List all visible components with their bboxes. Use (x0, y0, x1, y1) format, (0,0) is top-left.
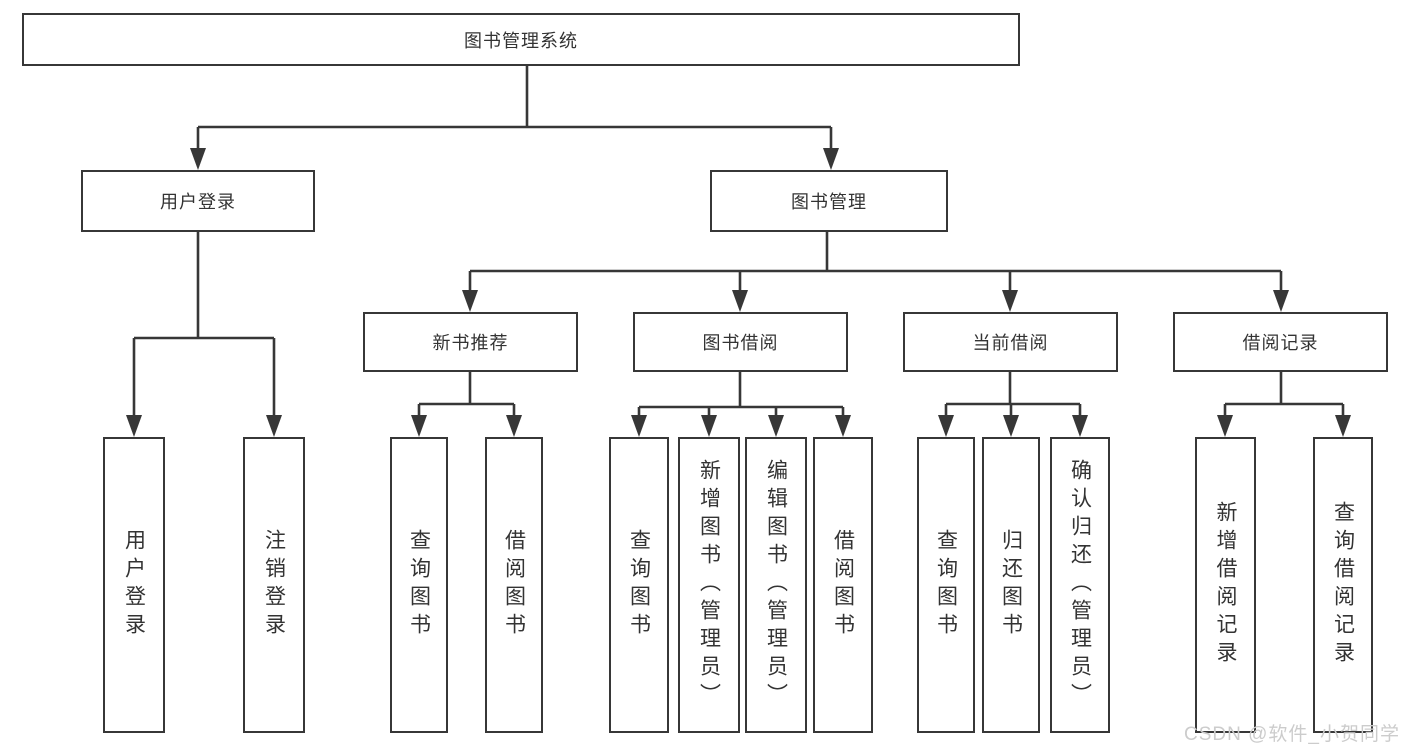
node-label: 新书推荐 (432, 333, 509, 353)
node-label: 新增图书（管理员） (697, 459, 721, 711)
node-label: 图书管理 (791, 192, 867, 212)
node-leaf-add-borrow-record: 新增借阅记录 (1195, 437, 1256, 733)
node-label: 图书管理系统 (464, 30, 578, 51)
node-label: 确认归还（管理员） (1068, 459, 1092, 711)
node-label: 借阅记录 (1242, 333, 1319, 353)
node-label: 借阅图书 (831, 529, 855, 641)
node-label: 当前借阅 (972, 333, 1049, 353)
node-new-book-recommend: 新书推荐 (363, 312, 578, 372)
node-label: 新增借阅记录 (1214, 501, 1237, 669)
node-leaf-edit-book-admin: 编辑图书（管理员） (745, 437, 807, 733)
node-leaf-confirm-return-admin: 确认归还（管理员） (1050, 437, 1110, 733)
node-label: 用户登录 (160, 192, 236, 212)
node-leaf-user-login: 用户登录 (103, 437, 165, 733)
node-label: 查询图书 (627, 529, 651, 641)
connector-user-login-to-leaves (126, 232, 282, 437)
node-label: 归还图书 (999, 529, 1023, 641)
node-label: 查询图书 (407, 529, 431, 641)
node-library-management-system: 图书管理系统 (22, 13, 1020, 66)
node-borrowing-records: 借阅记录 (1173, 312, 1388, 372)
node-leaf-query-books-recommend: 查询图书 (390, 437, 448, 733)
node-label: 查询借阅记录 (1331, 501, 1355, 669)
node-leaf-return-books: 归还图书 (982, 437, 1040, 733)
node-label: 注销登录 (262, 529, 286, 641)
connector-root-to-level2 (190, 66, 839, 170)
node-label: 图书借阅 (702, 333, 779, 353)
node-book-borrowing: 图书借阅 (633, 312, 848, 372)
node-current-borrowing: 当前借阅 (903, 312, 1118, 372)
node-book-management: 图书管理 (710, 170, 948, 232)
node-label: 查询图书 (934, 529, 958, 641)
connector-book-borrowing-to-leaves (631, 372, 851, 437)
connector-book-management-to-level3 (462, 232, 1289, 312)
node-label: 编辑图书（管理员） (764, 459, 788, 711)
node-leaf-logout: 注销登录 (243, 437, 305, 733)
node-label: 借阅图书 (502, 529, 526, 641)
node-leaf-borrow-books-recommend: 借阅图书 (485, 437, 543, 733)
node-label: 用户登录 (122, 529, 146, 641)
node-user-login: 用户登录 (81, 170, 315, 232)
node-leaf-query-borrow-record: 查询借阅记录 (1313, 437, 1373, 733)
node-leaf-query-books-current: 查询图书 (917, 437, 975, 733)
node-leaf-add-book-admin: 新增图书（管理员） (678, 437, 740, 733)
node-leaf-borrow-books: 借阅图书 (813, 437, 873, 733)
node-leaf-query-books-borrowing: 查询图书 (609, 437, 669, 733)
connector-borrowing-records-to-leaves (1217, 372, 1351, 437)
connector-new-book-recommend-to-leaves (411, 372, 522, 437)
connector-current-borrowing-to-leaves (938, 372, 1088, 437)
